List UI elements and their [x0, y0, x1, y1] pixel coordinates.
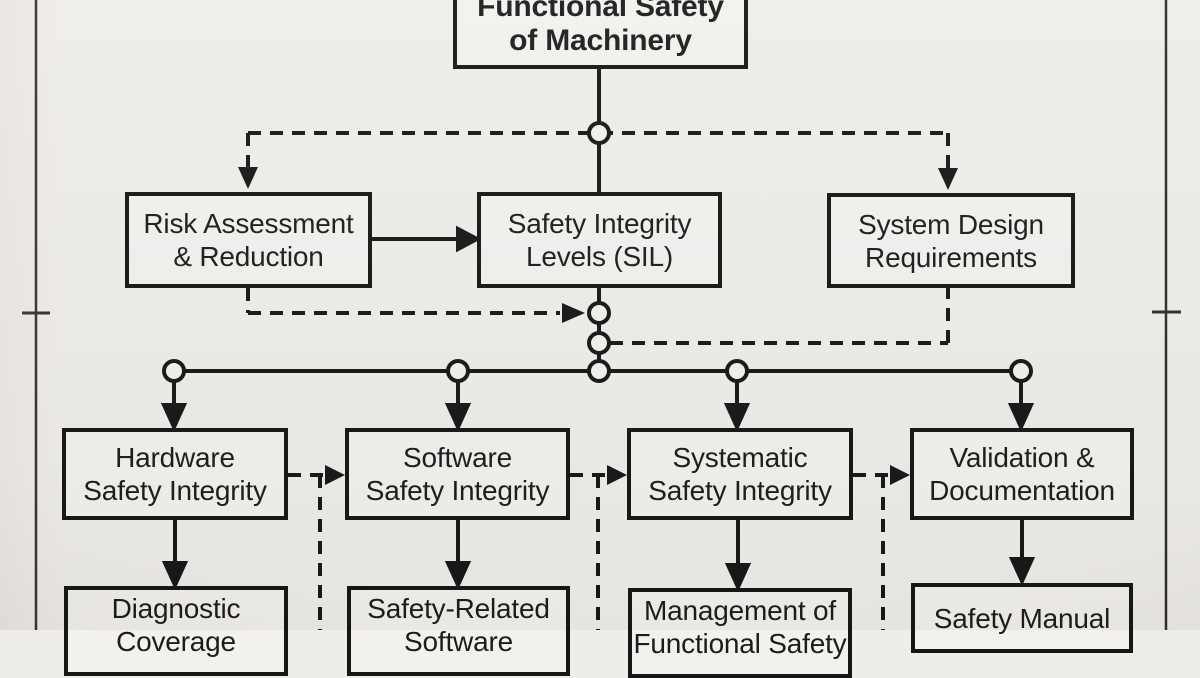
box-safety-related-software: Safety-Related Software [347, 586, 570, 676]
box-label-line: Safety Integrity [648, 475, 832, 506]
box-label-line: Documentation [929, 475, 1115, 506]
box-safety-manual: Safety Manual [911, 583, 1133, 653]
frame-border [22, 0, 1181, 630]
box-label-line: Safety Integrity [365, 475, 550, 506]
box-label-line: Levels (SIL) [526, 241, 673, 272]
box-label-line: & Reduction [173, 241, 324, 272]
box-label-line: Software [403, 442, 512, 473]
box-functional-safety: Functional Safety of Machinery [453, 0, 748, 69]
box-risk-assessment: Risk Assessment & Reduction [125, 192, 372, 288]
box-software-safety-integrity: Software Safety Integrity [345, 428, 570, 520]
box-management-functional-safety: Management of Functional Safety [628, 588, 852, 678]
box-label-line: Safety Integrity [507, 208, 692, 239]
junction-nodes [162, 121, 1033, 383]
box-system-design-requirements: System Design Requirements [827, 193, 1075, 288]
box-diagnostic-coverage: Diagnostic Coverage [64, 586, 288, 676]
box-label-line: Systematic [672, 442, 808, 473]
box-label-line: Risk Assessment [143, 208, 354, 239]
box-safety-integrity-levels: Safety Integrity Levels (SIL) [477, 192, 722, 288]
box-systematic-safety-integrity: Systematic Safety Integrity [627, 428, 853, 520]
dashed-connectors [246, 131, 950, 630]
box-label-line: Safety Integrity [83, 475, 267, 506]
box-hardware-safety-integrity: Hardware Safety Integrity [62, 428, 288, 520]
box-label-line: Functional Safety [633, 628, 847, 659]
box-validation-documentation: Validation & Documentation [910, 428, 1134, 520]
box-label-line: Hardware [115, 442, 235, 473]
box-label-line: Functional Safety [477, 0, 724, 23]
box-label-line: System Design [858, 208, 1044, 240]
box-label-line: Requirements [865, 241, 1037, 273]
dashed-connector-arrowheads [238, 167, 958, 485]
box-label-line: Management of [644, 595, 836, 626]
box-label-line: Safety Manual [933, 602, 1111, 634]
connectors-layer [22, 0, 1181, 630]
box-label-line: Validation & [949, 442, 1095, 473]
box-label-line: Safety-Related [367, 593, 550, 624]
box-label-line: of Machinery [509, 24, 692, 57]
box-label-line: Diagnostic [111, 593, 241, 624]
